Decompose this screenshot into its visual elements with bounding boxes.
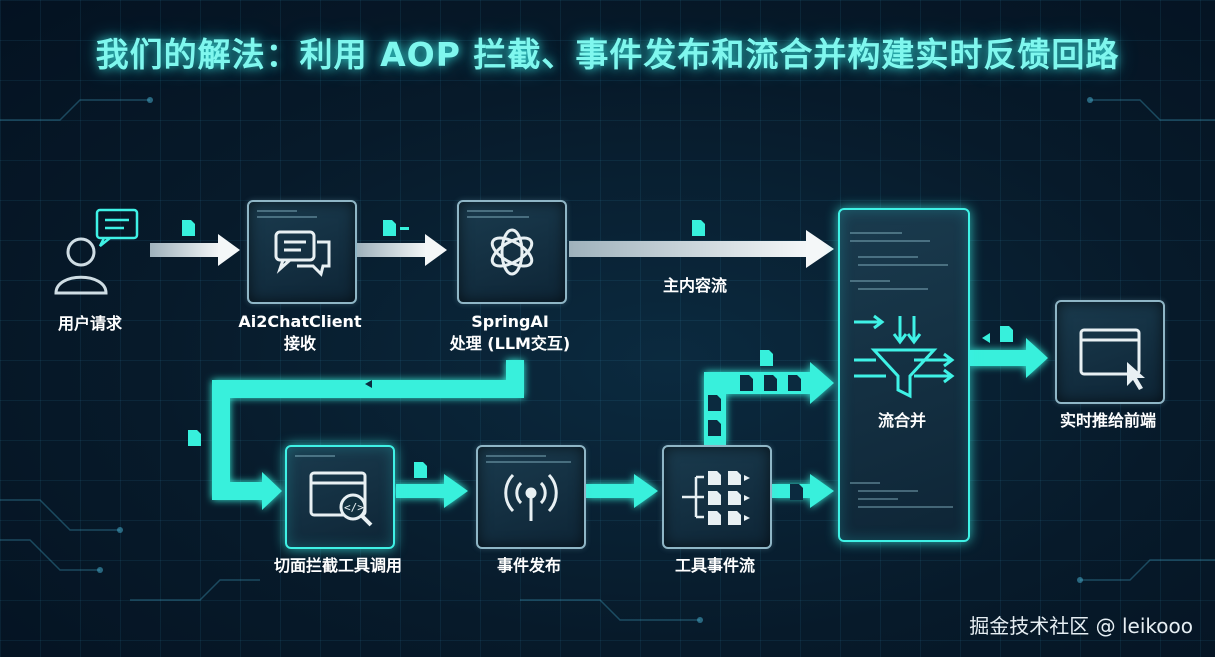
frontend-node[interactable] [1055, 300, 1165, 404]
svg-text:</>: </> [344, 501, 364, 514]
frontend-label: 实时推给前端 [1059, 411, 1156, 430]
stream-merge-node[interactable] [838, 208, 970, 542]
arrow-merge-to-frontend [970, 338, 1048, 378]
client-node[interactable] [247, 200, 357, 304]
chat-icon [274, 230, 331, 277]
openai-icon [490, 228, 534, 276]
page-title: 我们的解法：利用 AOP 拦截、事件发布和流合并构建实时反馈回路 [95, 35, 1120, 74]
funnel-icon [854, 314, 955, 399]
branching-docs-icon [682, 471, 750, 525]
watermark: 掘金技术社区 @ leikooo [969, 614, 1193, 638]
broadcast-icon [504, 473, 558, 521]
event-publish-node[interactable] [476, 445, 586, 549]
arrow-aspect-to-event [396, 474, 468, 508]
chat-bubble-icon [95, 208, 139, 247]
springai-node[interactable] [457, 200, 567, 304]
stream-merge-label: 流合并 [877, 411, 926, 430]
browser-cursor-icon [1079, 328, 1145, 390]
arrow-event-to-tool [586, 474, 658, 508]
document-glyphs [182, 220, 1013, 500]
client-label-line2: 接收 [283, 334, 316, 353]
tool-event-stream-label: 工具事件流 [674, 556, 755, 575]
event-publish-label: 事件发布 [496, 556, 561, 575]
aspect-intercept-node[interactable]: </> [285, 445, 395, 549]
springai-label-line2: 处理 (LLM交互) [449, 334, 571, 353]
tool-event-stream-node[interactable] [662, 445, 772, 549]
arrow-user-to-client [150, 234, 240, 266]
springai-label-line1: SpringAI [471, 312, 549, 331]
aspect-intercept-label: 切面拦截工具调用 [273, 556, 402, 575]
client-label-line1: Ai2ChatClient [238, 312, 362, 331]
code-search-icon: </> [309, 471, 373, 527]
arrow-springai-to-aspect [212, 360, 524, 510]
arrow-client-to-springai [357, 234, 447, 266]
main-stream-label: 主内容流 [662, 276, 727, 295]
arrow-tool-to-merge-upper [704, 362, 834, 445]
arrow-main-stream [569, 230, 834, 268]
user-request-label: 用户请求 [57, 314, 122, 333]
